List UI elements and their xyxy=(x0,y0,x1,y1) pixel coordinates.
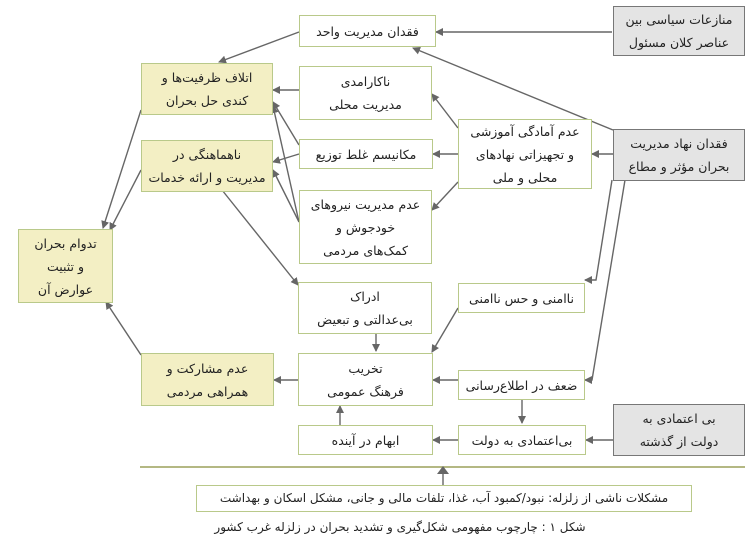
box-political-conflicts: منازعات سیاسی بین عناصر کلان مسئول xyxy=(613,6,745,56)
arrow-uncoord-to-continuation xyxy=(109,169,142,231)
arrow-insecurity-to-culture xyxy=(431,307,459,353)
arrow-participation-to-continuation xyxy=(105,301,142,356)
box-insecurity: ناامنی و حس ناامنی xyxy=(458,283,585,313)
arrow-institution-to-weakinfo xyxy=(584,179,626,384)
arrow-distribution-to-uncoord xyxy=(272,153,300,164)
box-earthquake-problems: مشکلات ناشی از زلزله: نبود/کمبود آب، غذا… xyxy=(196,485,692,512)
arrow-problems-up-head xyxy=(437,466,449,474)
box-perceived-injustice: ادراک بی‌عدالتی و تبعیض xyxy=(298,282,432,334)
box-local-incompetence: ناکارامدی مدیریت محلی xyxy=(299,66,432,120)
box-lack-participation: عدم مشارکت و همراهی مردمی xyxy=(141,353,274,406)
arrow-training-to-incompetence xyxy=(431,93,459,129)
arrow-training-to-spontaneous xyxy=(431,181,459,211)
box-future-ambiguity: ابهام در آینده xyxy=(298,425,433,455)
box-past-distrust: بی اعتمادی به دولت از گذشته xyxy=(613,404,745,456)
arrow-waste-to-continuation xyxy=(101,109,142,229)
arrow-uncoord-to-injustice xyxy=(221,189,299,286)
figure-caption: شکل ۱ : چارچوب مفهومی شکل‌گیری و تشدید ب… xyxy=(214,520,586,534)
box-distrust-state: بی‌اعتمادی به دولت xyxy=(458,425,586,455)
box-crisis-continuation: تدوام بحران و تثبیت عوارض آن xyxy=(18,229,113,303)
arrow-spontaneous-to-waste xyxy=(270,105,300,223)
box-wasted-capacity: اتلاف ظرفیت‌ها و کندی حل بحران xyxy=(141,63,273,115)
box-lack-effective-institution: فقدان نهاد مدیریت بحران مؤثر و مطاع xyxy=(613,129,745,181)
box-wrong-distribution: مکانیسم غلط توزیع xyxy=(299,139,433,169)
box-uncoordinated-services: ناهماهنگی در مدیریت و ارائه خدمات xyxy=(141,140,273,192)
box-weak-info: ضعف در اطلاع‌رسانی xyxy=(458,370,585,400)
box-public-culture-destruction: تخریب فرهنگ عمومی xyxy=(298,353,433,406)
arrow-institution-to-insecurity xyxy=(584,179,613,284)
arrow-unified-to-waste xyxy=(218,31,300,64)
box-spontaneous-forces: عدم مدیریت نیروهای خودجوش و کمک‌های مردم… xyxy=(299,190,432,264)
arrow-institution-to-unified xyxy=(412,46,614,131)
arrow-spontaneous-to-uncoord xyxy=(272,169,300,223)
box-lack-training: عدم آمادگی آموزشی و تجهیزاتی نهادهای محل… xyxy=(458,119,592,189)
box-lack-unified-management: فقدان مدیریت واحد xyxy=(299,15,436,47)
